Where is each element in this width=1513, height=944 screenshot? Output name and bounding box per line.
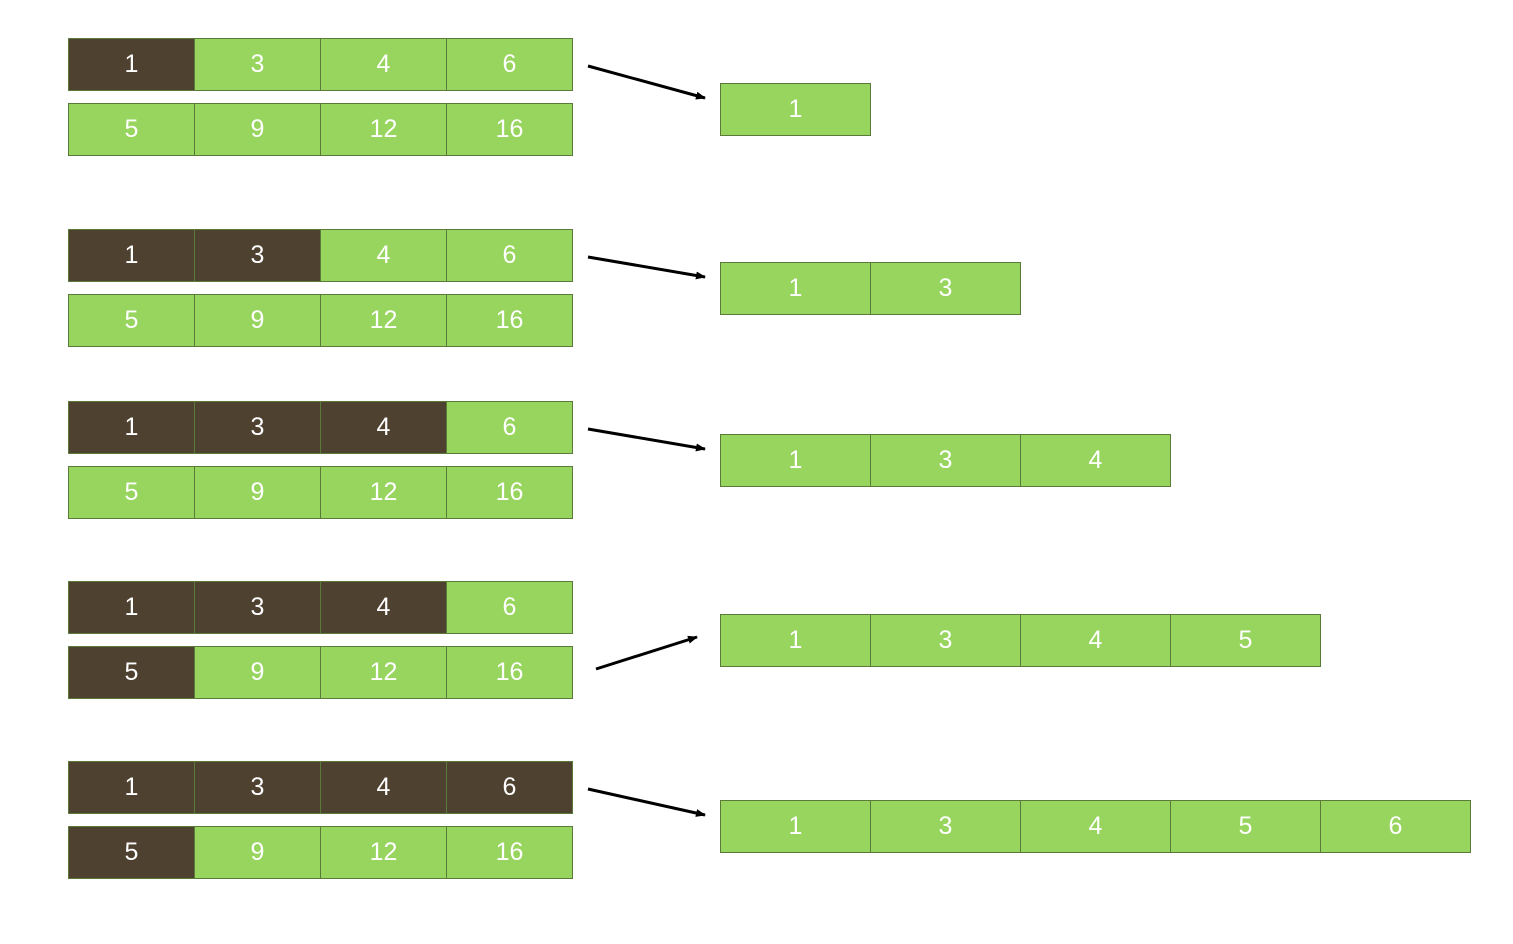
array-b-cell: 9 xyxy=(194,466,321,519)
result-cell: 5 xyxy=(1170,800,1321,853)
array-a-cell: 6 xyxy=(446,581,573,634)
array-a-cell: 3 xyxy=(194,229,321,282)
array-a-cell: 6 xyxy=(446,229,573,282)
array-a-cell: 1 xyxy=(68,581,195,634)
arrow-to-result xyxy=(587,787,706,817)
array-b-cell: 9 xyxy=(194,294,321,347)
result-cell: 3 xyxy=(870,800,1021,853)
array-b-cell: 5 xyxy=(68,103,195,156)
array-a-cell: 1 xyxy=(68,38,195,91)
result-cell: 1 xyxy=(720,614,871,667)
array-b-cell: 16 xyxy=(446,294,573,347)
array-b-cell: 16 xyxy=(446,646,573,699)
array-b-cell: 5 xyxy=(68,466,195,519)
array-a-cell: 4 xyxy=(320,761,447,814)
array-a-cell: 3 xyxy=(194,401,321,454)
arrow-to-result xyxy=(587,427,706,452)
result-cell: 1 xyxy=(720,262,871,315)
array-a-cell: 6 xyxy=(446,761,573,814)
result-cell: 4 xyxy=(1020,614,1171,667)
array-a-cell: 4 xyxy=(320,401,447,454)
array-b-cell: 16 xyxy=(446,826,573,879)
arrow-to-result xyxy=(587,64,706,100)
array-b-cell: 12 xyxy=(320,826,447,879)
result-cell: 1 xyxy=(720,800,871,853)
array-a-cell: 3 xyxy=(194,581,321,634)
arrow-to-result xyxy=(587,255,706,280)
array-b-cell: 5 xyxy=(68,294,195,347)
result-cell: 4 xyxy=(1020,434,1171,487)
array-b-cell: 9 xyxy=(194,103,321,156)
array-a-cell: 6 xyxy=(446,401,573,454)
array-b-cell: 12 xyxy=(320,103,447,156)
arrow-to-result xyxy=(595,635,698,671)
array-a-cell: 1 xyxy=(68,761,195,814)
array-a-cell: 1 xyxy=(68,401,195,454)
result-cell: 3 xyxy=(870,434,1021,487)
array-b-cell: 5 xyxy=(68,646,195,699)
array-a-cell: 1 xyxy=(68,229,195,282)
array-b-cell: 16 xyxy=(446,466,573,519)
result-cell: 1 xyxy=(720,83,871,136)
result-cell: 3 xyxy=(870,614,1021,667)
array-a-cell: 4 xyxy=(320,229,447,282)
result-cell: 1 xyxy=(720,434,871,487)
array-a-cell: 3 xyxy=(194,761,321,814)
array-b-cell: 9 xyxy=(194,646,321,699)
result-cell: 3 xyxy=(870,262,1021,315)
array-b-cell: 12 xyxy=(320,646,447,699)
result-cell: 5 xyxy=(1170,614,1321,667)
array-b-cell: 5 xyxy=(68,826,195,879)
array-b-cell: 16 xyxy=(446,103,573,156)
array-b-cell: 9 xyxy=(194,826,321,879)
array-a-cell: 3 xyxy=(194,38,321,91)
array-a-cell: 4 xyxy=(320,581,447,634)
result-cell: 4 xyxy=(1020,800,1171,853)
array-b-cell: 12 xyxy=(320,294,447,347)
array-b-cell: 12 xyxy=(320,466,447,519)
result-cell: 6 xyxy=(1320,800,1471,853)
array-a-cell: 4 xyxy=(320,38,447,91)
array-a-cell: 6 xyxy=(446,38,573,91)
